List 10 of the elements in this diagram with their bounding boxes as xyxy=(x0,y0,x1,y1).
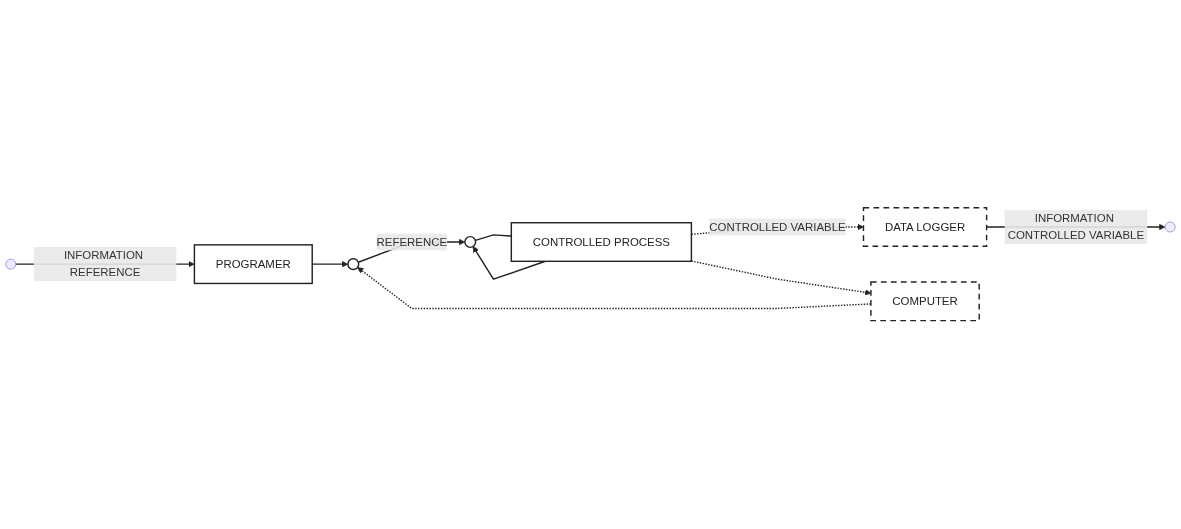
node-circle xyxy=(347,258,360,271)
node-box: DATA LOGGER xyxy=(862,207,988,248)
edge-label: INFORMATION CONTROLLED VARIABLE xyxy=(1007,212,1145,242)
edge-label: CONTROLLED VARIABLE xyxy=(709,220,846,234)
node-box: PROGRAMER xyxy=(193,244,313,285)
edge-label: REFERENCE xyxy=(376,235,448,249)
node-box: CONTROLLED PROCESS xyxy=(510,222,693,263)
node-circle xyxy=(464,236,477,249)
edge-label: INFORMATION REFERENCE xyxy=(63,249,144,279)
node-box: COMPUTER xyxy=(870,281,980,322)
